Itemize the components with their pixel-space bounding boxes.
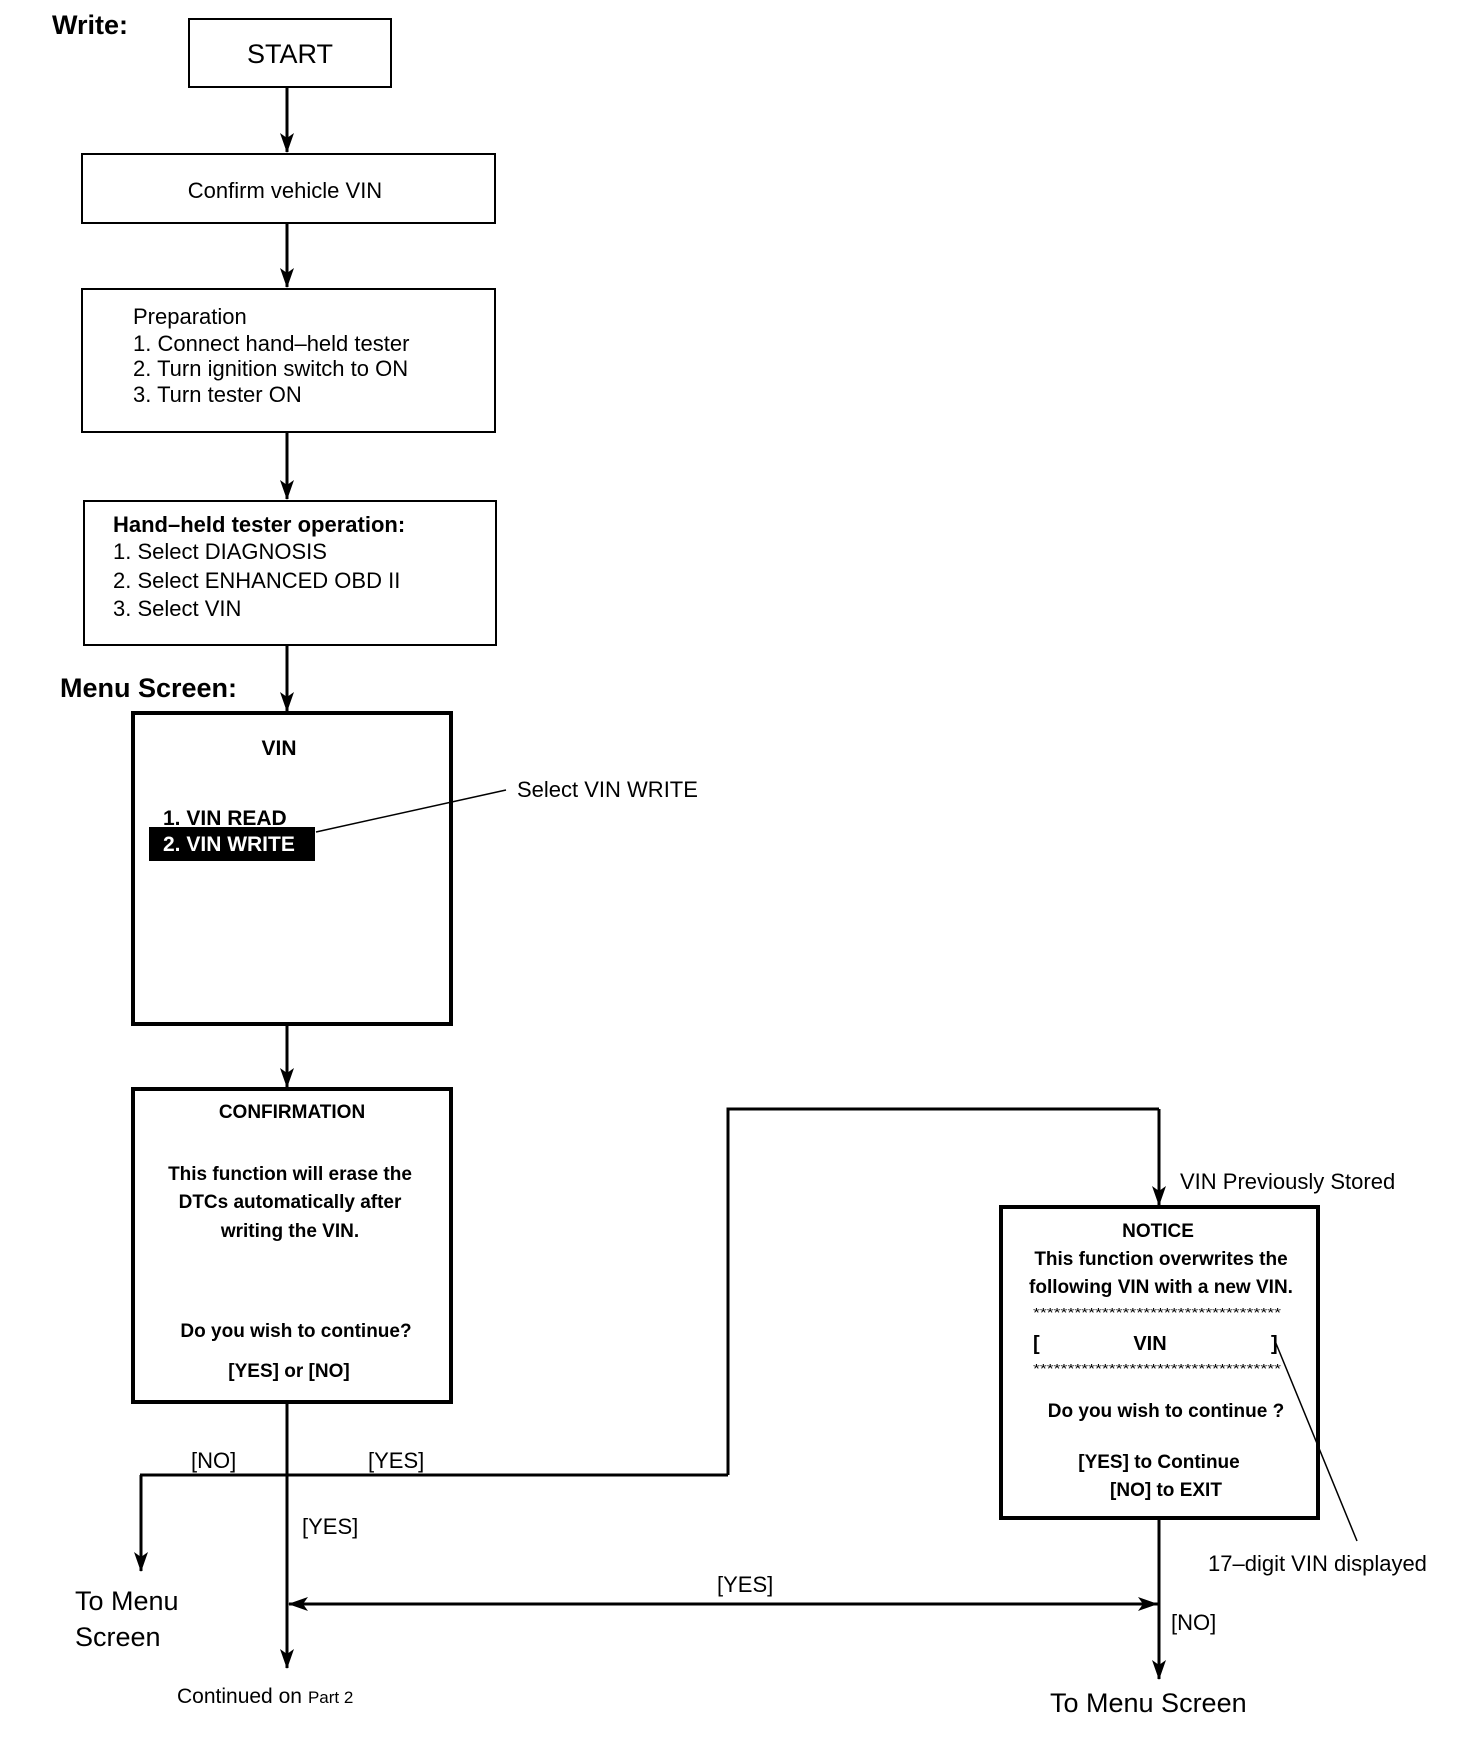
notice-message-1: This function overwrites the <box>1034 1249 1287 1270</box>
yes-lower-label: [YES] <box>302 1514 358 1539</box>
notice-option-no[interactable]: [NO] to EXIT <box>1110 1480 1222 1501</box>
tester-operation-step-1: 1. Select DIAGNOSIS <box>113 539 327 564</box>
preparation-step-1: 1. Connect hand–held tester <box>133 331 409 356</box>
continued-on-label: Continued on Part 2 <box>177 1685 353 1708</box>
tester-operation-step-3: 3. Select VIN <box>113 596 241 621</box>
no-left-label: [NO] <box>191 1448 236 1473</box>
start-label: START <box>247 39 333 69</box>
vin-displayed-leader <box>1274 1340 1358 1542</box>
notice-vin-label: VIN <box>1133 1333 1166 1355</box>
confirm-vin-label: Confirm vehicle VIN <box>188 178 382 203</box>
vin-write-highlight[interactable] <box>149 827 315 861</box>
write-label: Write: <box>52 10 128 40</box>
confirmation-message-1: This function will erase the <box>168 1164 412 1185</box>
yes-horizontal-label: [YES] <box>717 1572 773 1597</box>
no-right-label: [NO] <box>1171 1610 1216 1635</box>
vin-displayed-label: 17–digit VIN displayed <box>1208 1551 1427 1576</box>
preparation-step-2: 2. Turn ignition switch to ON <box>133 356 408 381</box>
preparation-title: Preparation <box>133 304 247 329</box>
notice-stars-bottom: ************************************ <box>1033 1361 1281 1376</box>
notice-message-2: following VIN with a new VIN. <box>1029 1277 1293 1298</box>
menu-screen-label: Menu Screen: <box>60 673 237 703</box>
confirmation-screen <box>131 1087 453 1404</box>
continued-on-text: Continued on <box>177 1685 302 1708</box>
confirmation-message-3: writing the VIN. <box>220 1221 359 1242</box>
notice-title: NOTICE <box>1122 1221 1194 1242</box>
vin-read-item[interactable]: 1. VIN READ <box>163 807 287 830</box>
start-box <box>188 18 392 88</box>
tester-operation-step-2: 2. Select ENHANCED OBD II <box>113 568 400 593</box>
vin-menu-screen <box>131 711 453 1026</box>
confirmation-message-2: DTCs automatically after <box>179 1192 402 1213</box>
to-menu-screen-left-line2: Screen <box>75 1622 161 1652</box>
to-menu-screen-right: To Menu Screen <box>1050 1688 1247 1718</box>
vin-write-item[interactable]: 2. VIN WRITE <box>163 833 295 856</box>
tester-operation-title: Hand–held tester operation: <box>113 512 405 537</box>
path-yes-to-notice <box>726 1107 1159 1475</box>
notice-bracket-left: [ <box>1033 1333 1040 1355</box>
notice-bracket-right: ] <box>1271 1333 1278 1355</box>
vin-previously-stored-label: VIN Previously Stored <box>1180 1169 1395 1194</box>
vin-menu-title: VIN <box>261 737 296 760</box>
select-vin-write-leader <box>315 789 507 833</box>
confirmation-options[interactable]: [YES] or [NO] <box>228 1361 349 1382</box>
yes-upper-label: [YES] <box>368 1448 424 1473</box>
preparation-step-3: 3. Turn tester ON <box>133 382 302 407</box>
confirmation-question: Do you wish to continue? <box>180 1321 411 1342</box>
part2-text: Part 2 <box>308 1688 353 1707</box>
to-menu-screen-left-line1: To Menu <box>75 1586 179 1616</box>
tester-operation-box <box>83 500 497 646</box>
notice-question: Do you wish to continue ? <box>1048 1401 1284 1422</box>
select-vin-write-label: Select VIN WRITE <box>517 777 698 802</box>
notice-stars-top: ************************************ <box>1033 1305 1281 1320</box>
notice-option-yes[interactable]: [YES] to Continue <box>1078 1452 1239 1473</box>
confirmation-title: CONFIRMATION <box>219 1102 365 1123</box>
